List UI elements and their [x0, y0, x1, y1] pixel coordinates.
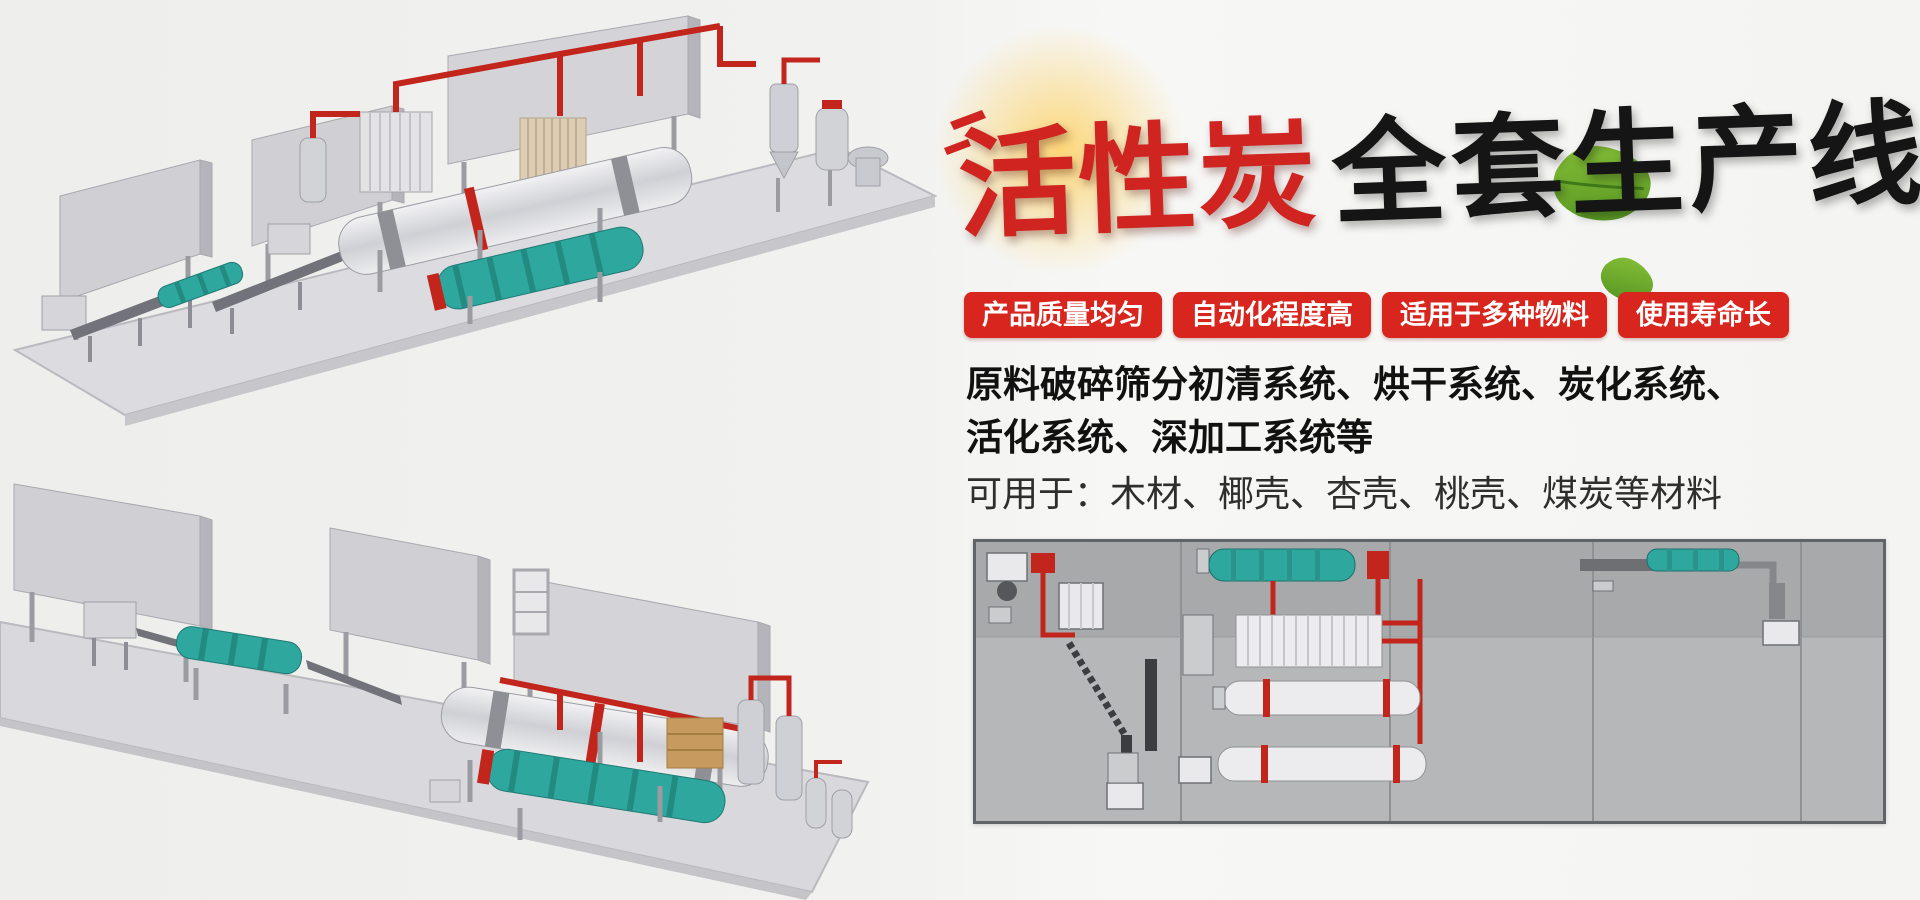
- carbonization-drum: [426, 226, 644, 311]
- production-line-render-top-svg: [12, 15, 938, 426]
- activation-vessel: [815, 100, 889, 206]
- title-red-text: 活性炭: [955, 109, 1321, 253]
- drum-supports-2: [467, 272, 603, 324]
- title-black-text: 全套生产线: [1329, 91, 1920, 239]
- cyclone-towers: [737, 675, 803, 801]
- control-box: [429, 779, 461, 803]
- production-line-render-top: [0, 0, 950, 460]
- transfer-conveyor: [306, 660, 402, 705]
- schematic-dryer-drum: [1196, 548, 1420, 626]
- carbonization-drum: [476, 748, 726, 824]
- cyclone-tower: [769, 57, 820, 212]
- screen-drum: [175, 626, 303, 675]
- title-glow-decoration: [930, 20, 1190, 280]
- drum-supports-2: [517, 786, 663, 840]
- feature-badge-automation: 自动化程度高: [1173, 292, 1371, 338]
- red-piping: [310, 23, 756, 138]
- feature-badge-materials: 适用于多种物料: [1382, 292, 1607, 338]
- production-line-render-bottom: [0, 460, 920, 900]
- feature-badge-lifespan: 使用寿命长: [1618, 292, 1789, 338]
- system-description: 原料破碎筛分初清系统、烘干系统、炭化系统、 活化系统、深加工系统等: [966, 358, 1743, 465]
- brick-furnace: [666, 717, 724, 769]
- leaf-icon: [1553, 146, 1653, 302]
- hero-panel: 活性炭全套生产线 产品质量均匀 自动化程度高 适用于多种物料 使用寿命长 原料破…: [930, 0, 1920, 900]
- feature-badge-quality: 产品质量均匀: [964, 292, 1162, 338]
- page-title: 活性炭全套生产线: [956, 91, 1920, 253]
- rotary-dryer-drum: [338, 147, 693, 275]
- schematic-right-packing-line: [1580, 548, 1800, 646]
- feeder-hopper: [83, 601, 188, 670]
- cooling-tanks: [805, 760, 853, 839]
- filter-house: [359, 111, 433, 193]
- schematic-mid-cylinder: [1212, 679, 1421, 717]
- system-description-line1: 原料破碎筛分初清系统、烘干系统、炭化系统、: [966, 364, 1743, 405]
- screen-drum: [157, 261, 244, 309]
- schematic-lower-cylinder: [1107, 659, 1427, 784]
- screen-supports: [193, 668, 289, 714]
- system-description-line2: 活化系统、深加工系统等: [966, 417, 1373, 459]
- plant-layout-schematic: [973, 539, 1886, 824]
- schematic-filter-unit: [1182, 579, 1423, 744]
- applicable-materials: 可用于：木材、椰壳、杏壳、桃壳、煤炭等材料: [966, 473, 1723, 514]
- feature-badges: 产品质量均匀 自动化程度高 适用于多种物料 使用寿命长: [964, 292, 1789, 338]
- vertical-tank: [299, 137, 327, 203]
- lattice-tower: [512, 568, 550, 636]
- production-line-render-bottom-svg: [0, 483, 870, 900]
- plant-layout-schematic-svg: [973, 539, 1886, 824]
- speed-marks-icon: [944, 110, 986, 155]
